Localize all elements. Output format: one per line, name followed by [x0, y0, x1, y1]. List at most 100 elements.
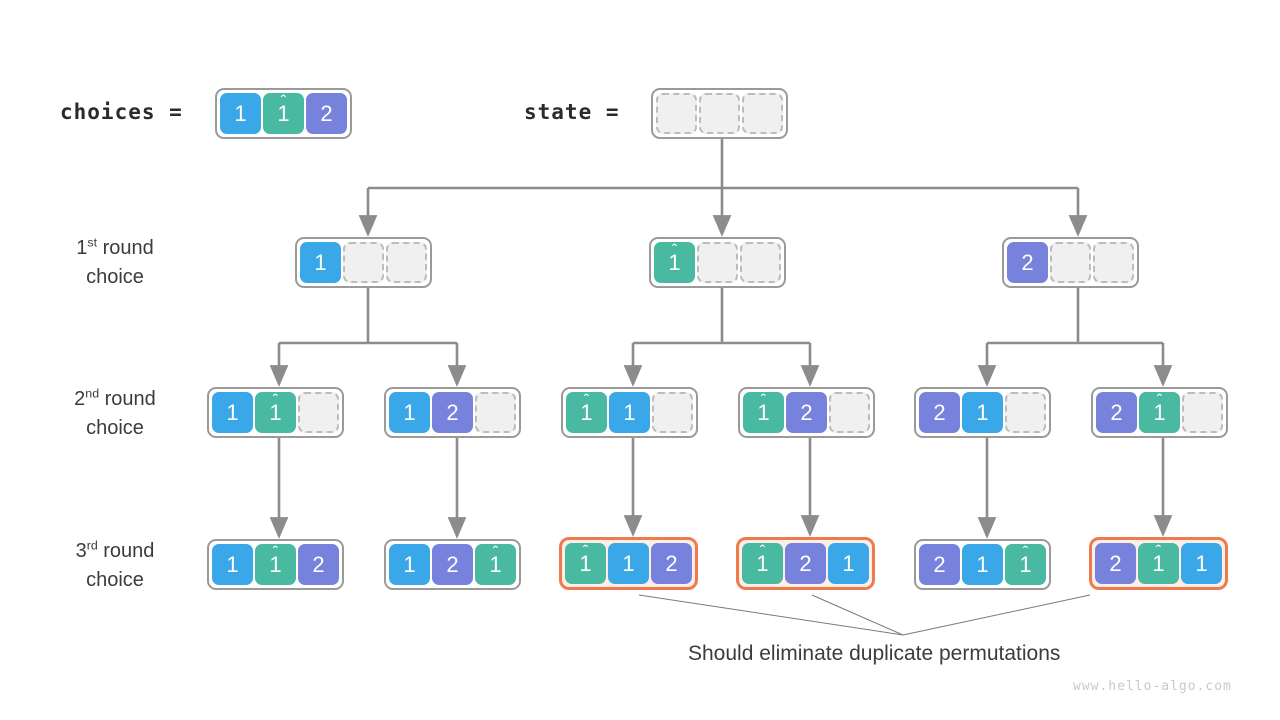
- r2-n3-cell-2: [652, 392, 693, 433]
- round-1-rest: round: [97, 237, 154, 259]
- cell-value: 1: [623, 399, 636, 425]
- tree-node-r1-n3: 2: [1002, 237, 1139, 288]
- cell-value: 1: [842, 550, 855, 576]
- choices-label: choices =: [60, 100, 183, 124]
- r1-n3-cell-0: 2: [1007, 242, 1048, 283]
- tree-node-r1-n2: 1: [649, 237, 786, 288]
- r2-n1-cell-2: [298, 392, 339, 433]
- r2-n5-cell-2: [1005, 392, 1046, 433]
- cell-value: 1: [226, 551, 239, 577]
- tree-node-r3-n2: 1 2 1: [384, 539, 521, 590]
- tree-node-r2-n1: 11: [207, 387, 344, 438]
- r2-n4-cell-1: 2: [786, 392, 827, 433]
- round-2-line2: choice: [86, 417, 144, 439]
- round-3-line2: choice: [86, 569, 144, 591]
- r2-n4-cell-0: 1: [743, 392, 784, 433]
- choices-cell-1: 1: [263, 93, 304, 134]
- r3-n5-cell-1: 1: [962, 544, 1003, 585]
- r3-n4-cell-0: 1: [742, 543, 783, 584]
- r3-n1-cell-0: 1: [212, 544, 253, 585]
- r2-n6-cell-1: 1: [1139, 392, 1180, 433]
- round-1-ordinal: 1: [76, 237, 88, 259]
- r3-n6-cell-1: 1: [1138, 543, 1179, 584]
- r3-n3-cell-0: 1: [565, 543, 606, 584]
- r3-n3-cell-1: 1: [608, 543, 649, 584]
- r3-n1-cell-1: 1: [255, 544, 296, 585]
- cell-value: 2: [1109, 550, 1122, 576]
- cell-value: 2: [446, 399, 459, 425]
- r3-n1-cell-2: 2: [298, 544, 339, 585]
- cell-value: 2: [1021, 249, 1034, 275]
- choices-cell-2: 2: [306, 93, 347, 134]
- tree-node-r3-n6: 2 11: [1089, 537, 1228, 590]
- cell-value: 1: [403, 399, 416, 425]
- r3-n2-cell-0: 1: [389, 544, 430, 585]
- r3-n2-cell-1: 2: [432, 544, 473, 585]
- cell-value: 2: [446, 551, 459, 577]
- r1-n1-cell-0: 1: [300, 242, 341, 283]
- r3-n6-cell-0: 2: [1095, 543, 1136, 584]
- cell-value: 1: [1019, 553, 1031, 576]
- state-cell-1: [699, 93, 740, 134]
- tree-node-r3-n5: 211: [914, 539, 1051, 590]
- r3-n6-cell-2: 1: [1181, 543, 1222, 584]
- round-3-ordinal: 3: [75, 540, 87, 562]
- cell-value: 1: [226, 399, 239, 425]
- round-1-suffix: st: [87, 235, 98, 250]
- r2-n6-cell-0: 2: [1096, 392, 1137, 433]
- cell-value: 1: [1152, 552, 1164, 575]
- r2-n2-cell-1: 2: [432, 392, 473, 433]
- r2-n3-cell-1: 1: [609, 392, 650, 433]
- r2-n4-cell-2: [829, 392, 870, 433]
- r1-n3-cell-1: [1050, 242, 1091, 283]
- tree-node-r2-n6: 21: [1091, 387, 1228, 438]
- r1-n1-cell-2: [386, 242, 427, 283]
- watermark: www.hello-algo.com: [1073, 679, 1232, 694]
- round-3-rest: round: [97, 540, 155, 562]
- r2-n3-cell-0: 1: [566, 392, 607, 433]
- r3-n5-cell-2: 1: [1005, 544, 1046, 585]
- cell-value: 1: [757, 401, 769, 424]
- cell-value: 1: [622, 550, 635, 576]
- cell-value: 1: [489, 553, 501, 576]
- choices-cell-0: 1: [220, 93, 261, 134]
- cell-value: 1: [234, 100, 247, 126]
- cell-value: 1: [277, 102, 289, 125]
- round-1-line2: choice: [86, 266, 144, 288]
- tree-node-r3-n4: 121: [736, 537, 875, 590]
- r3-n2-cell-2: 1: [475, 544, 516, 585]
- cell-value: 1: [976, 399, 989, 425]
- cell-value: 2: [320, 100, 333, 126]
- r2-n6-cell-2: [1182, 392, 1223, 433]
- state-cell-0: [656, 93, 697, 134]
- cell-value: 1: [976, 551, 989, 577]
- tree-node-r2-n4: 12: [738, 387, 875, 438]
- row-label-round-1: 1st round choice: [35, 234, 195, 292]
- r2-n5-cell-0: 2: [919, 392, 960, 433]
- round-2-ordinal: 2: [74, 388, 86, 410]
- r1-n1-cell-1: [343, 242, 384, 283]
- r2-n5-cell-1: 1: [962, 392, 1003, 433]
- round-2-suffix: nd: [85, 386, 100, 401]
- cell-value: 1: [1153, 401, 1165, 424]
- r3-n5-cell-0: 2: [919, 544, 960, 585]
- r1-n2-cell-0: 1: [654, 242, 695, 283]
- caption-text: Should eliminate duplicate permutations: [688, 642, 1061, 665]
- cell-value: 1: [403, 551, 416, 577]
- cell-value: 1: [269, 553, 281, 576]
- cell-value: 2: [665, 550, 678, 576]
- row-label-round-2: 2nd round choice: [35, 385, 195, 443]
- cell-value: 1: [269, 401, 281, 424]
- r2-n2-cell-0: 1: [389, 392, 430, 433]
- cell-value: 1: [314, 249, 327, 275]
- cell-value: 1: [580, 401, 592, 424]
- r3-n3-cell-2: 2: [651, 543, 692, 584]
- cell-value: 2: [312, 551, 325, 577]
- tree-node-r1-n1: 1: [295, 237, 432, 288]
- r2-n1-cell-1: 1: [255, 392, 296, 433]
- r2-n1-cell-0: 1: [212, 392, 253, 433]
